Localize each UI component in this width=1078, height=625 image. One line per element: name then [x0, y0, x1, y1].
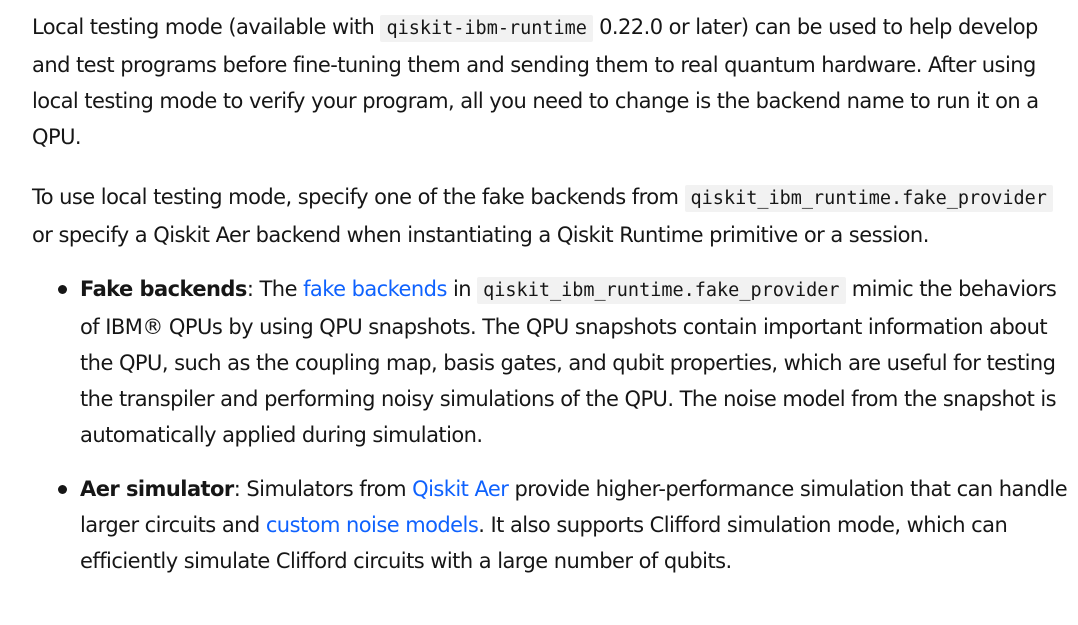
qiskit-aer-link[interactable]: Qiskit Aer	[412, 477, 509, 501]
fake-text-2: in	[446, 277, 478, 301]
usage-text-2: or specify a Qiskit Aer backend when ins…	[32, 223, 929, 247]
aer-text-3: . It also supports Clifford simulation m…	[80, 513, 1008, 573]
inline-code-package: qiskit-ibm-runtime	[380, 15, 593, 42]
aer-text-2: provide higher-performance simulation th…	[80, 477, 1068, 537]
intro-paragraph: Local testing mode (available with qiski…	[32, 9, 1076, 155]
inline-code-fake-provider-2: qiskit_ibm_runtime.fake_provider	[477, 277, 846, 304]
bullet-icon	[58, 485, 67, 494]
bullet-icon	[58, 285, 67, 294]
fake-backends-title: Fake backends	[80, 277, 247, 301]
backend-options-list: Fake backends: The fake backends in qisk…	[32, 271, 1076, 579]
fake-text-1: : The	[246, 277, 304, 301]
usage-text-1: To use local testing mode, specify one o…	[32, 185, 685, 209]
list-item-aer-simulator: Aer simulator: Simulators from Qiskit Ae…	[58, 471, 1076, 579]
list-item-fake-backends: Fake backends: The fake backends in qisk…	[58, 271, 1076, 453]
custom-noise-models-link[interactable]: custom noise models	[265, 513, 479, 537]
fake-backends-link[interactable]: fake backends	[303, 277, 447, 301]
usage-paragraph: To use local testing mode, specify one o…	[32, 179, 1076, 253]
intro-text-1: Local testing mode (available with	[32, 15, 381, 39]
document-body: Local testing mode (available with qiski…	[32, 9, 1076, 579]
inline-code-fake-provider: qiskit_ibm_runtime.fake_provider	[684, 185, 1053, 212]
aer-text-1: : Simulators from	[233, 477, 413, 501]
intro-text-2: 0.22.0 or later) can be used to help dev…	[32, 15, 1039, 149]
aer-simulator-title: Aer simulator	[80, 477, 234, 501]
fake-text-3: mimic the behaviors of IBM® QPUs by usin…	[80, 277, 1057, 447]
